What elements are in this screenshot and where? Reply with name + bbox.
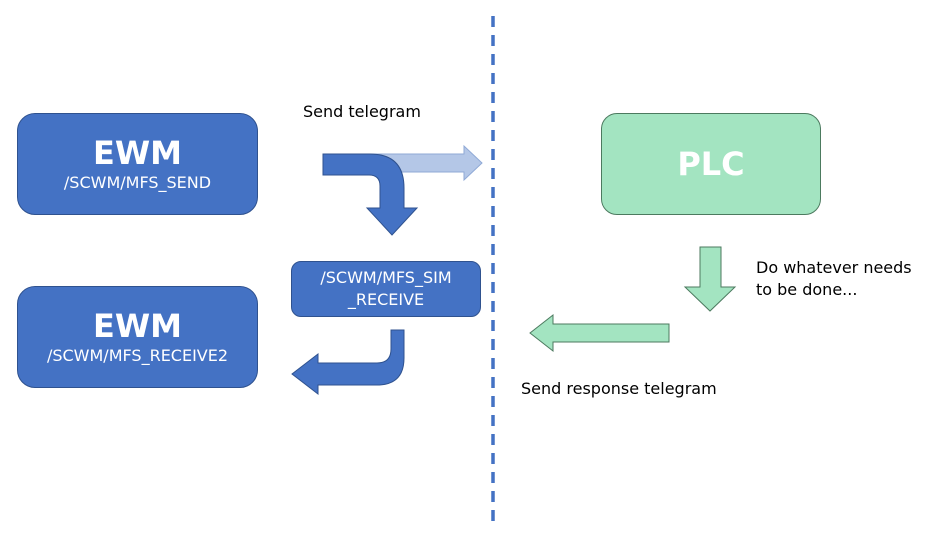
plc-title: PLC — [677, 145, 745, 183]
plc-process-arrow — [683, 246, 737, 312]
sim-receive-line2: _RECEIVE — [347, 290, 425, 309]
ewm-send-subtitle: /SCWM/MFS_SEND — [63, 173, 212, 192]
send-telegram-label: Send telegram — [303, 102, 421, 121]
send-response-arrow — [529, 313, 670, 353]
sim-receive-box: /SCWM/MFS_SIM _RECEIVE — [291, 261, 481, 317]
ewm-receive-title: EWM — [93, 307, 182, 345]
ewm-receive-box: EWM /SCWM/MFS_RECEIVE2 — [17, 286, 258, 388]
do-whatever-line2: to be done... — [756, 280, 858, 299]
sim-receive-line1: /SCWM/MFS_SIM — [320, 268, 452, 287]
ewm-receive-subtitle: /SCWM/MFS_RECEIVE2 — [46, 346, 229, 365]
do-whatever-label: Do whatever needs to be done... — [756, 257, 912, 301]
plc-box: PLC — [601, 113, 821, 215]
send-response-label: Send response telegram — [521, 379, 717, 398]
sim-to-receive-arrow — [291, 329, 405, 396]
ewm-send-box: EWM /SCWM/MFS_SEND — [17, 113, 258, 215]
do-whatever-line1: Do whatever needs — [756, 258, 912, 277]
ewm-send-title: EWM — [93, 134, 182, 172]
send-to-sim-arrow — [322, 153, 419, 236]
